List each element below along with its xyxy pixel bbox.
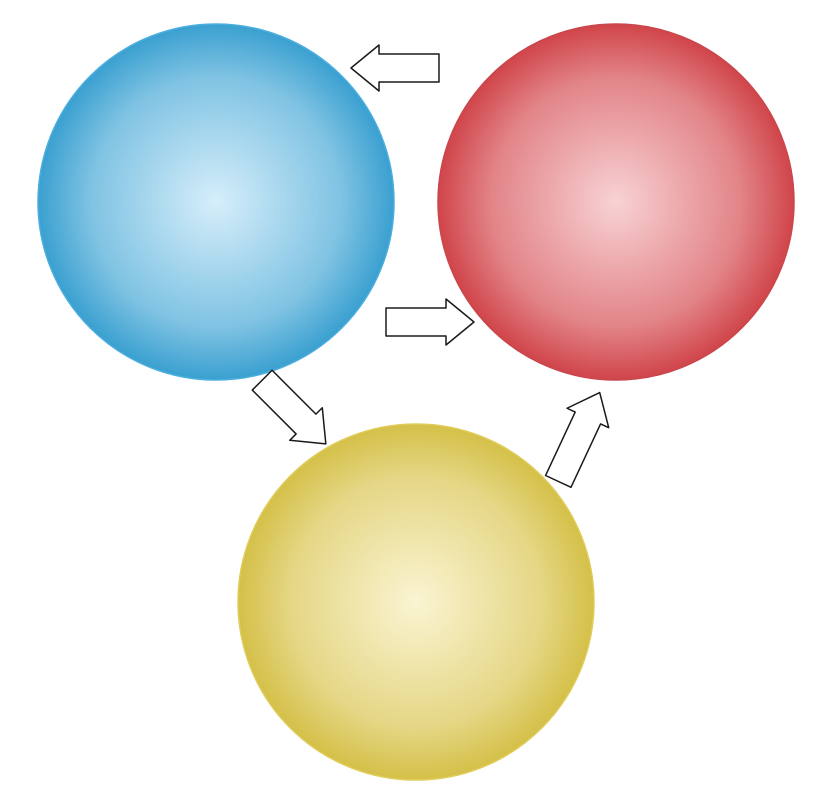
- red-circle: [437, 23, 795, 381]
- blue-circle: [37, 23, 395, 381]
- nodes-layer: [37, 23, 795, 781]
- arrow-blue-to-red: [385, 298, 475, 346]
- arrow-blue-to-yellow: [251, 369, 327, 445]
- arrow-red-to-blue: [350, 44, 440, 92]
- yellow-circle: [237, 423, 595, 781]
- arrow-yellow-to-red: [544, 391, 610, 489]
- edges-layer: [251, 44, 610, 489]
